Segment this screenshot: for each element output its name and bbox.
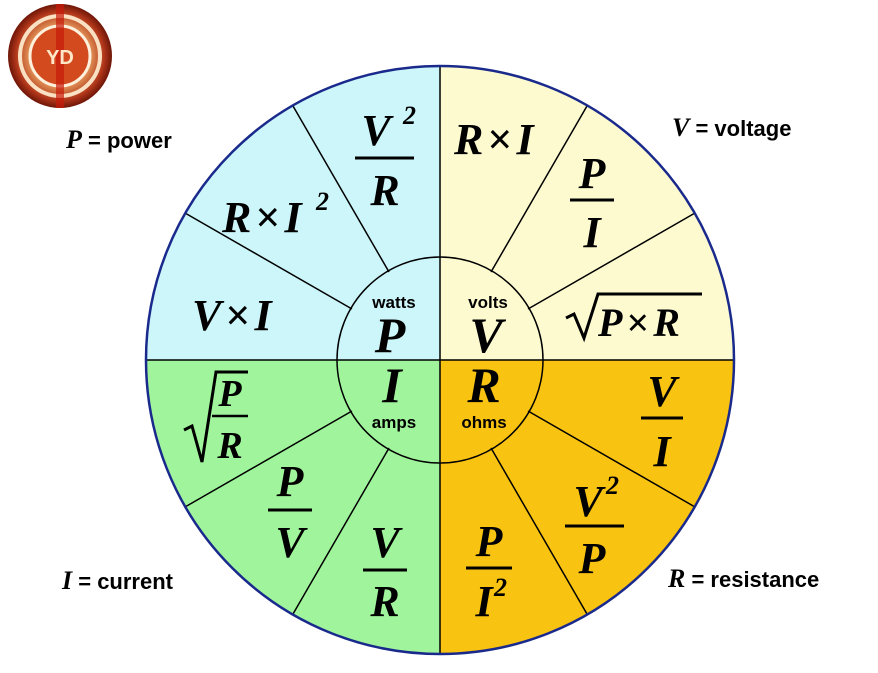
svg-text:2: 2: [605, 471, 619, 500]
legend-resistance: R = resistance: [667, 564, 819, 593]
legend-voltage: V = voltage: [672, 113, 791, 142]
svg-text:I: I: [474, 577, 494, 626]
logo-text: YD: [46, 47, 74, 69]
svg-text:V: V: [275, 518, 308, 567]
formula-p-over-v: P V: [268, 457, 312, 567]
formula-r-times-i-squared: R×I 2: [221, 187, 329, 242]
current-symbol: I: [381, 357, 403, 413]
svg-text:P: P: [475, 517, 504, 566]
svg-text:P×R: P×R: [597, 300, 680, 345]
resistance-quadrant: [440, 360, 734, 654]
spokes: [146, 66, 734, 654]
svg-text:P: P: [578, 534, 607, 583]
ohms-unit: ohms: [461, 413, 506, 432]
svg-text:P: P: [276, 457, 305, 506]
current-quadrant: [146, 360, 440, 654]
power-quadrant: [146, 66, 440, 360]
svg-text:R: R: [369, 577, 399, 626]
svg-text:R: R: [369, 166, 399, 215]
svg-text:P: P: [217, 373, 242, 415]
formula-sqrt-p-times-r: P×R: [565, 292, 702, 345]
formula-p-over-i-squared: P I 2: [466, 517, 512, 626]
legend-current: I = current: [61, 566, 174, 595]
svg-text:V: V: [361, 106, 394, 155]
formula-sqrt-p-over-r: P R: [183, 370, 248, 467]
svg-text:V: V: [573, 477, 606, 526]
svg-text:2: 2: [315, 187, 329, 216]
power-symbol: P: [374, 307, 406, 363]
formula-v-over-i: V I: [641, 367, 683, 476]
outer-ring: [144, 64, 736, 656]
amps-unit: amps: [372, 413, 416, 432]
inner-circle: [336, 256, 544, 464]
formula-v-squared-over-p: V 2 P: [565, 471, 624, 583]
legend-power: P = power: [65, 125, 172, 154]
formula-v-times-i: V×I: [192, 291, 273, 340]
formula-p-over-i: P I: [570, 149, 614, 257]
svg-text:V: V: [370, 518, 403, 567]
svg-text:I: I: [582, 208, 602, 257]
svg-text:2: 2: [493, 573, 507, 602]
svg-text:I: I: [652, 427, 672, 476]
svg-text:R×I: R×I: [221, 193, 303, 242]
voltage-quadrant: [440, 66, 734, 360]
svg-text:P: P: [578, 149, 607, 198]
svg-text:R: R: [216, 425, 242, 467]
voltage-symbol: V: [469, 307, 506, 363]
formula-r-times-i: R×I: [453, 115, 535, 164]
formula-v-squared-over-r: V 2 R: [355, 101, 416, 215]
watts-unit: watts: [371, 293, 415, 312]
formula-v-over-r: V R: [363, 518, 407, 626]
svg-text:V: V: [647, 367, 680, 416]
volts-unit: volts: [468, 293, 508, 312]
svg-text:2: 2: [402, 101, 416, 130]
logo-badge: YD: [8, 4, 112, 108]
resistance-symbol: R: [466, 357, 500, 413]
